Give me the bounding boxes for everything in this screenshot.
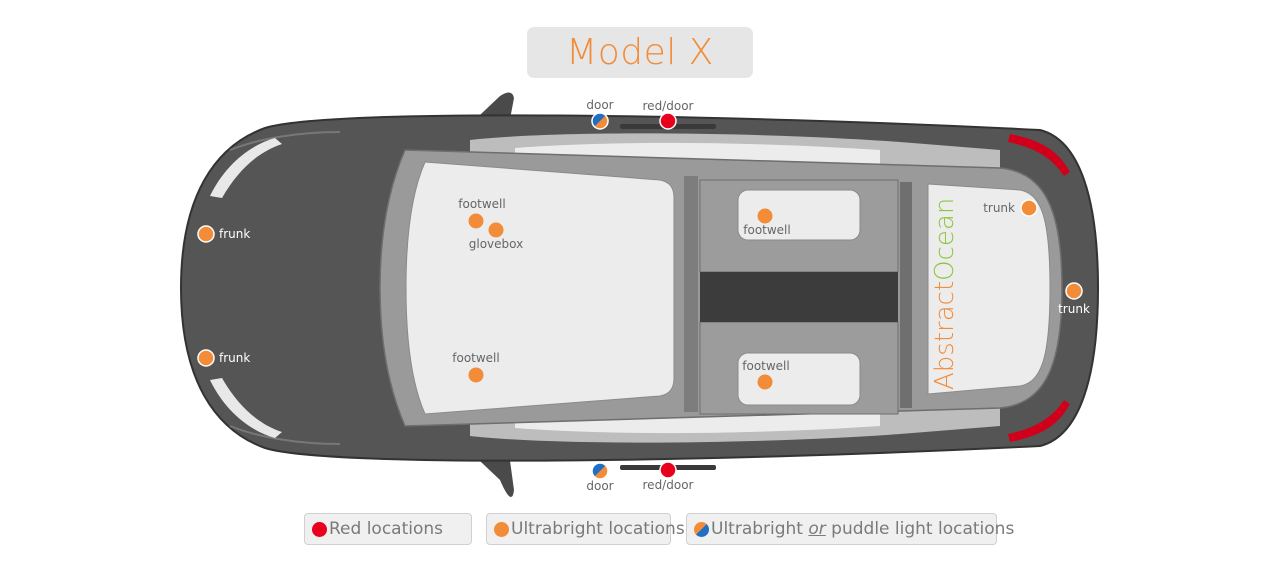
pin-footwell-rear-top: footwell xyxy=(743,208,791,237)
brand-logo: AbstractOcean xyxy=(930,198,960,390)
taillight-bottom xyxy=(1008,400,1070,442)
pin-red-door-bottom: red/door xyxy=(643,461,694,492)
pin-label-footwell-rear-top: footwell xyxy=(743,223,790,237)
pin-label-footwell-rear-bottom: footwell xyxy=(742,359,789,373)
pin-label-trunk-rear: trunk xyxy=(1058,302,1090,316)
page-title: Model X xyxy=(566,32,714,73)
pin-trunk-rear: trunk xyxy=(1058,282,1090,316)
pin-frunk-top: frunk xyxy=(197,225,250,243)
pin-red-door-top: red/door xyxy=(643,99,694,130)
legend-ultrabright: Ultrabright locations xyxy=(486,513,685,545)
pin-footwell-rear-bottom: footwell xyxy=(742,359,790,390)
pin-label-frunk-top: frunk xyxy=(219,227,250,241)
pin-footwell-front-top: footwell xyxy=(458,197,506,229)
legend-either-label: Ultrabright or puddle light locations xyxy=(711,519,1014,539)
pin-label-footwell-front-bottom: footwell xyxy=(452,351,499,365)
pin-label-frunk-bottom: frunk xyxy=(219,351,250,365)
pin-label-red-door-bottom: red/door xyxy=(643,478,694,492)
orange-dot-icon xyxy=(494,521,509,537)
legend-ultrabright-label: Ultrabright locations xyxy=(511,519,685,539)
legend-either-pre: Ultrabright xyxy=(711,519,809,539)
taillight-top xyxy=(1008,134,1070,176)
pin-glovebox: glovebox xyxy=(469,222,523,251)
pin-label-trunk-top: trunk xyxy=(983,201,1015,215)
legend-either-post: puddle light locations xyxy=(825,519,1015,539)
rear-glass-bottom xyxy=(737,352,861,406)
pin-door-bottom: door xyxy=(586,462,614,493)
legend-either-or: or xyxy=(808,519,826,539)
pin-label-footwell-front-top: footwell xyxy=(458,197,505,211)
pin-label-door-top: door xyxy=(586,98,613,112)
roof-center-strip xyxy=(700,272,898,322)
legend-red: Red locations xyxy=(304,513,472,545)
brand-part1: Abstract xyxy=(930,281,960,390)
headlight-bottom xyxy=(210,378,282,438)
pin-footwell-front-bottom: footwell xyxy=(452,351,500,383)
pin-frunk-bottom: frunk xyxy=(197,349,250,367)
legend-either: Ultrabright or puddle light locations xyxy=(686,513,1014,545)
brand-part2: Ocean xyxy=(930,198,960,281)
legend-red-label: Red locations xyxy=(329,519,444,539)
split-dot-icon xyxy=(694,521,709,537)
pin-door-top: door xyxy=(586,98,614,130)
rear-glass-top xyxy=(737,189,861,241)
title-box: Model X xyxy=(527,27,753,78)
rear-window xyxy=(927,183,1051,395)
pin-label-glovebox: glovebox xyxy=(469,237,523,251)
pin-label-red-door-top: red/door xyxy=(643,99,694,113)
red-dot-icon xyxy=(312,521,327,537)
headlight-top xyxy=(210,138,282,198)
pin-trunk-top: trunk xyxy=(983,199,1038,217)
windshield xyxy=(405,161,675,415)
pin-label-door-bottom: door xyxy=(586,479,613,493)
